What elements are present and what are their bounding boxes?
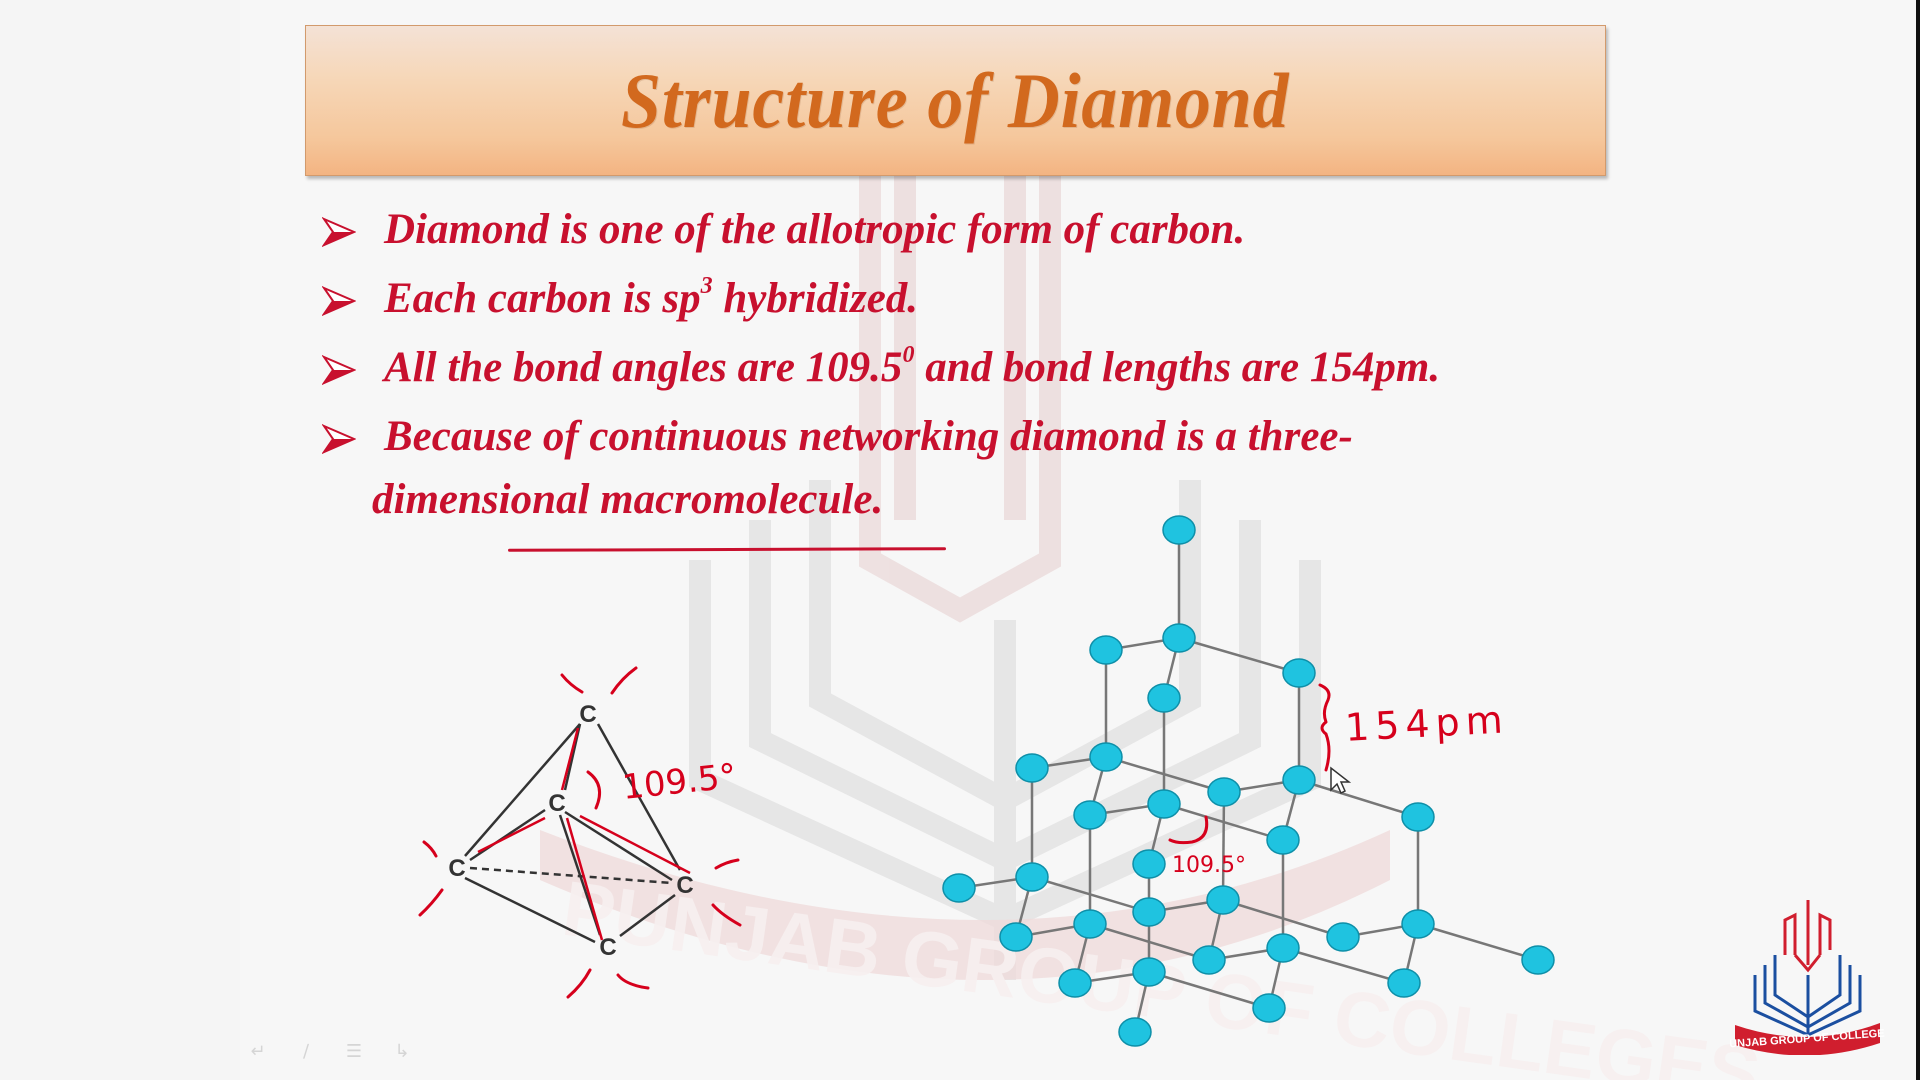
slide-title: Structure of Diamond bbox=[621, 56, 1290, 144]
bullet-text: All the bond angles are 109.50 and bond … bbox=[384, 341, 1441, 392]
ink-annotations bbox=[1168, 683, 1331, 845]
mouse-cursor-icon bbox=[1330, 766, 1351, 795]
bullet-text: Each carbon is sp3 hybridized. bbox=[384, 272, 919, 323]
atom-label: C bbox=[548, 790, 565, 817]
bullet-continuation: dimensional macromolecule. bbox=[322, 475, 1622, 544]
arrowhead-bullet-icon bbox=[321, 416, 384, 465]
bullet-item: Because of continuous networking diamond… bbox=[321, 412, 1622, 481]
bullet-text: dimensional macromolecule. bbox=[372, 476, 884, 523]
bond-angle-annotation: 109.5° bbox=[1172, 853, 1246, 878]
arrowhead-bullet-icon bbox=[321, 347, 384, 396]
bullet-text-part: Each carbon is sp bbox=[384, 275, 701, 322]
diamond-lattice-diagram: 154pm 109.5° bbox=[942, 515, 1555, 1047]
bullet-text-part: All the bond angles are 109.5 bbox=[384, 344, 903, 391]
slideshow-controls: ↵ ∕ ☰ ↳ bbox=[245, 1042, 415, 1062]
tetrahedron-diagram: C C C C C 109.5° bbox=[418, 666, 742, 999]
angle-annotation: 109.5° bbox=[620, 756, 738, 808]
superscript: 0 bbox=[902, 341, 915, 368]
atom-label: C bbox=[579, 701, 596, 728]
bullet-item: Diamond is one of the allotropic form of… bbox=[321, 205, 1622, 274]
title-banner: Structure of Diamond bbox=[305, 25, 1606, 176]
bullet-text-part: and bond lengths are 154pm. bbox=[914, 344, 1441, 391]
atom-label: C bbox=[599, 934, 616, 961]
slide-menu-icon[interactable]: ☰ bbox=[345, 1041, 363, 1062]
atom-label: C bbox=[676, 872, 693, 899]
bond-length-annotation: 154pm bbox=[1344, 697, 1510, 750]
punjab-group-logo: PUNJAB GROUP OF COLLEGES bbox=[1730, 900, 1885, 1055]
arrowhead-bullet-icon bbox=[321, 209, 384, 258]
superscript: 3 bbox=[700, 272, 713, 299]
atom-label: C bbox=[448, 855, 465, 882]
pen-tool-icon[interactable]: ∕ bbox=[302, 1041, 310, 1062]
bullet-item: All the bond angles are 109.50 and bond … bbox=[321, 341, 1622, 412]
bullet-item: Each carbon is sp3 hybridized. bbox=[321, 272, 1622, 343]
arrowhead-bullet-icon bbox=[321, 278, 384, 327]
bullet-text: Diamond is one of the allotropic form of… bbox=[384, 206, 1246, 253]
previous-slide-icon[interactable]: ↵ bbox=[250, 1041, 266, 1062]
bullet-text-part: hybridized. bbox=[712, 275, 919, 322]
bullet-text: Because of continuous networking diamond… bbox=[384, 413, 1353, 460]
window-edge bbox=[1916, 0, 1920, 1080]
next-slide-icon[interactable]: ↳ bbox=[394, 1041, 410, 1062]
ink-annotations bbox=[418, 666, 742, 999]
bullet-list: Diamond is one of the allotropic form of… bbox=[321, 205, 1622, 544]
